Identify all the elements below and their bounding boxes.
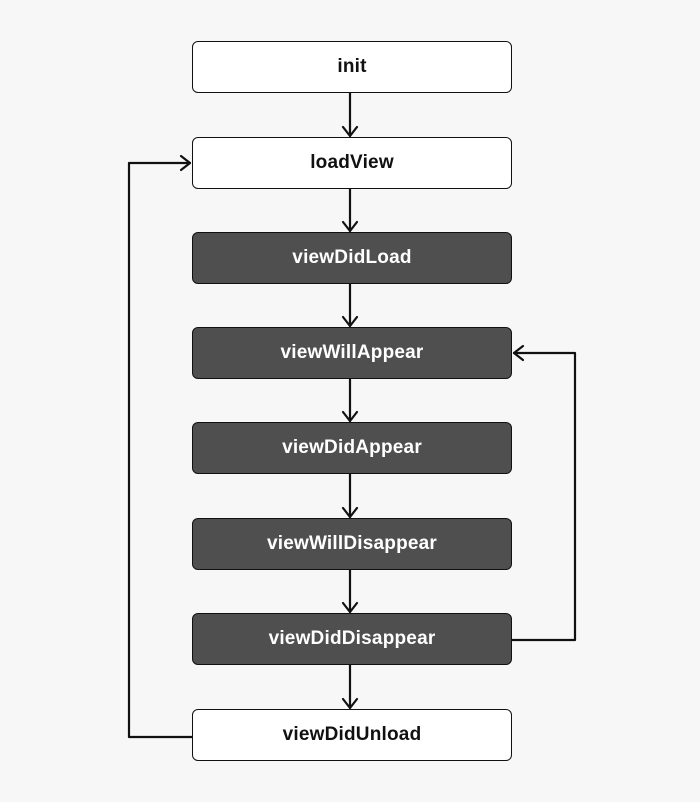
node-viewdidappear-label: viewDidAppear xyxy=(282,437,422,458)
loop-arrow-viewdidunload-to-loadview xyxy=(127,154,194,739)
arrow-viewdidappear-to-viewwilldisappear xyxy=(341,472,359,519)
node-viewdiddisappear-label: viewDidDisappear xyxy=(268,628,436,649)
node-viewdidload-label: viewDidLoad xyxy=(292,247,412,268)
arrow-loadview-to-viewdidload xyxy=(341,187,359,233)
node-viewwilldisappear-label: viewWillDisappear xyxy=(266,533,438,554)
arrow-viewdidload-to-viewwillappear xyxy=(341,282,359,328)
node-viewwillappear: viewWillAppear xyxy=(192,327,512,379)
arrow-viewwilldisappear-to-viewdiddisappear xyxy=(341,568,359,614)
node-viewdidload: viewDidLoad xyxy=(192,232,512,284)
loop-arrow-viewdiddisappear-to-viewwillappear xyxy=(510,344,577,642)
node-viewdidunload-label: viewDidUnload xyxy=(282,724,422,745)
node-viewdidappear: viewDidAppear xyxy=(192,422,512,474)
node-viewdiddisappear: viewDidDisappear xyxy=(192,613,512,665)
node-loadview: loadView xyxy=(192,137,512,189)
node-viewwilldisappear: viewWillDisappear xyxy=(192,518,512,570)
arrow-viewwillappear-to-viewdidappear xyxy=(341,377,359,423)
arrow-viewdiddisappear-to-viewdidunload xyxy=(341,663,359,710)
node-viewwillappear-label: viewWillAppear xyxy=(280,342,424,363)
node-loadview-label: loadView xyxy=(310,152,394,173)
node-init-label: init xyxy=(337,56,367,77)
node-init: init xyxy=(192,41,512,93)
node-viewdidunload: viewDidUnload xyxy=(192,709,512,761)
arrow-init-to-loadview xyxy=(341,91,359,138)
